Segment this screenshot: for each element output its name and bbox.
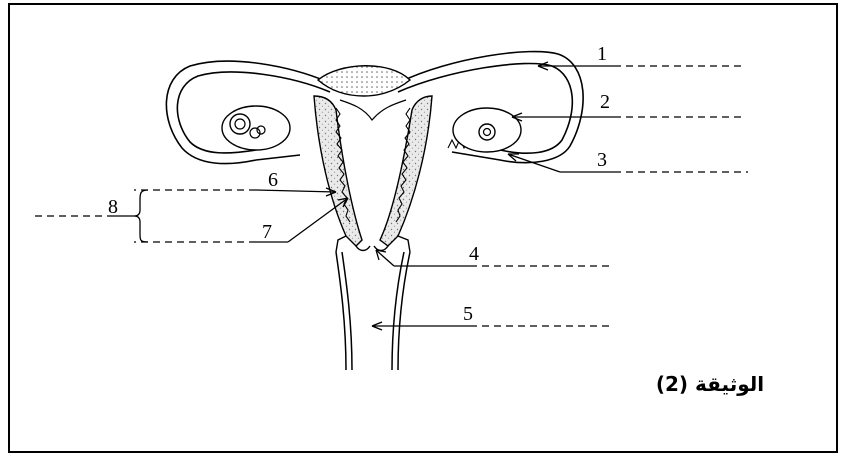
label-1: 1 bbox=[597, 43, 607, 65]
label-3: 3 bbox=[597, 149, 607, 171]
label-6: 6 bbox=[268, 169, 278, 191]
uterine-cavity bbox=[340, 100, 406, 120]
vagina bbox=[336, 252, 410, 370]
left-ovary bbox=[222, 106, 290, 150]
label-7: 7 bbox=[262, 221, 272, 243]
label-8: 8 bbox=[108, 196, 118, 218]
uterus-fundus bbox=[318, 66, 410, 96]
leader-lines bbox=[32, 62, 748, 330]
right-ovary bbox=[453, 108, 521, 152]
label-5: 5 bbox=[463, 303, 473, 325]
label-4: 4 bbox=[469, 243, 479, 265]
cervix bbox=[336, 236, 410, 252]
label-2: 2 bbox=[600, 91, 610, 113]
document-title: الوثيقة (2) bbox=[640, 372, 780, 396]
